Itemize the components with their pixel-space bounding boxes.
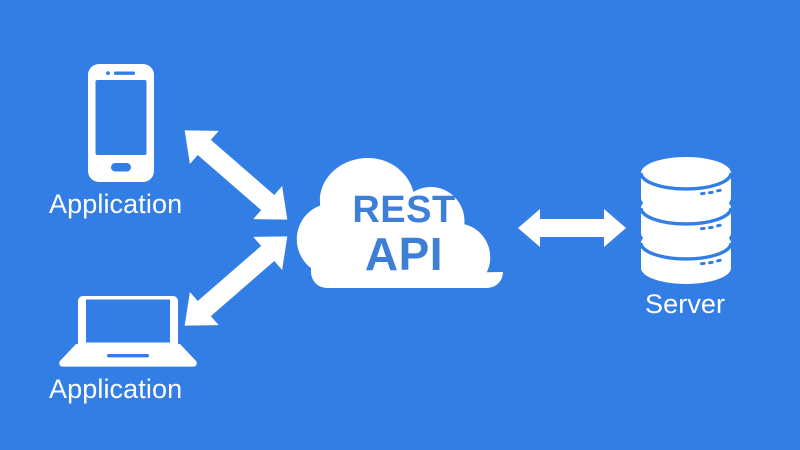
label-application-desktop: Application: [49, 374, 183, 404]
cloud-icon[interactable]: REST API: [296, 158, 503, 288]
laptop-icon[interactable]: [59, 296, 197, 367]
api-label-line2: API: [365, 228, 443, 280]
api-label-line1: REST: [352, 189, 455, 231]
database-icon[interactable]: [639, 157, 733, 284]
arrow-desktop-to-api[interactable]: [170, 220, 302, 342]
smartphone-icon[interactable]: [88, 64, 154, 182]
arrow-api-to-server[interactable]: [518, 209, 626, 247]
label-application-mobile: Application: [49, 189, 183, 219]
arrow-mobile-to-api[interactable]: [170, 114, 302, 236]
database-leds-top: [700, 188, 722, 196]
database-leds-middle: [700, 223, 722, 231]
database-leds-bottom: [700, 258, 722, 266]
label-server: Server: [645, 289, 726, 319]
